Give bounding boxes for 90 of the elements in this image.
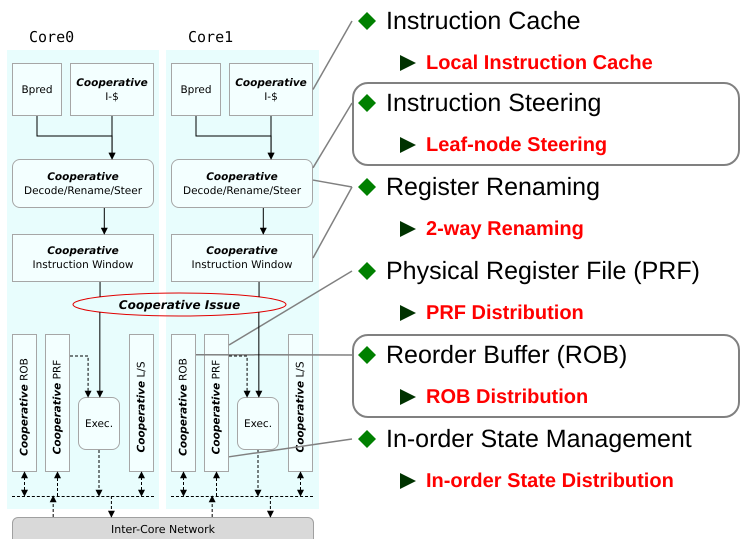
topic-text: Instruction Steering	[386, 88, 602, 118]
box-label: Bpred	[180, 82, 212, 96]
arrow	[50, 495, 57, 518]
core-label: Core0	[29, 28, 74, 46]
arrow	[36, 116, 116, 160]
approach-text: 2-way Renaming	[426, 217, 584, 242]
box-heading: Cooperative	[47, 244, 119, 258]
box-heading: Cooperative	[206, 244, 278, 258]
arrow	[180, 471, 187, 497]
leader-line	[312, 102, 353, 168]
approach-text: Local Instruction Cache	[426, 51, 653, 76]
arrow	[213, 471, 220, 496]
topic-text: In-order State Management	[386, 424, 692, 454]
arrow	[254, 450, 262, 497]
topic-text: Reorder Buffer (ROB)	[386, 340, 628, 370]
arrow	[266, 496, 274, 518]
column-label: Cooperative ROB	[18, 358, 31, 456]
stage-box	[171, 234, 313, 282]
arrow	[255, 312, 262, 398]
stage-box	[171, 63, 221, 116]
rounded-stage-box	[78, 397, 120, 450]
rounded-highlight-box	[352, 334, 740, 418]
rounded-stage-box	[12, 159, 154, 208]
column-box	[204, 334, 229, 472]
topic-text: Register Renaming	[386, 172, 600, 202]
column-box	[171, 334, 196, 472]
arrow	[54, 471, 61, 496]
stage-box	[70, 63, 154, 116]
arrow	[260, 208, 267, 235]
arrow	[228, 356, 251, 398]
approach-text: In-order State Distribution	[426, 469, 674, 494]
box-label: I-$	[264, 90, 278, 104]
stage-box	[229, 63, 313, 116]
rounded-highlight-box	[352, 82, 740, 166]
column-label: Cooperative PRF	[51, 360, 64, 454]
leader-line	[258, 282, 260, 298]
box-heading: Cooperative	[76, 76, 148, 90]
arrow	[21, 471, 28, 497]
arrow	[108, 116, 116, 160]
column-box	[129, 334, 154, 472]
arrow	[268, 116, 274, 160]
column-label: Cooperative ROB	[177, 358, 190, 456]
box-label: I-$	[105, 90, 119, 104]
network-label: Inter-Core Network	[111, 522, 215, 538]
approach-text: PRF Distribution	[426, 301, 584, 326]
column-box	[12, 334, 37, 472]
leader-line	[100, 282, 101, 298]
issue-label: Cooperative Issue	[118, 296, 240, 314]
box-heading: Cooperative	[235, 76, 307, 90]
column-label: Cooperative PRF	[210, 360, 223, 454]
box-label: Decode/Rename/Steer	[24, 184, 142, 198]
network-bar	[12, 517, 314, 539]
arrow	[96, 312, 104, 398]
leader-line	[196, 354, 352, 356]
box-label: Decode/Rename/Steer	[182, 184, 302, 198]
box-label: Instruction Window	[32, 258, 134, 272]
leader-line	[312, 179, 352, 188]
box-label: Exec.	[84, 416, 114, 430]
box-heading: Cooperative	[206, 170, 278, 184]
arrow	[297, 471, 304, 497]
bus-line	[12, 496, 154, 497]
arrow	[208, 495, 216, 518]
column-box	[288, 334, 313, 472]
leader-line	[312, 186, 353, 258]
leader-line	[312, 20, 353, 90]
column-box	[45, 334, 70, 472]
arrow	[70, 356, 92, 398]
approach-text: ROB Distribution	[426, 385, 588, 410]
box-label: Instruction Window	[192, 258, 292, 272]
leader-line	[228, 438, 352, 458]
column-label: Cooperative L/S	[135, 362, 148, 453]
stage-box	[12, 234, 154, 282]
leader-line	[228, 270, 352, 346]
arrow	[196, 116, 275, 160]
box-label: Exec.	[244, 416, 272, 430]
arrow	[108, 496, 115, 518]
column-label: Cooperative L/S	[294, 362, 307, 453]
rounded-stage-box	[237, 397, 279, 450]
box-label: Bpred	[21, 82, 53, 96]
arrow	[96, 450, 102, 497]
bus-line	[171, 496, 313, 497]
stage-box	[12, 63, 62, 116]
box-heading: Cooperative	[47, 170, 119, 184]
arrow	[138, 471, 145, 497]
core-label: Core1	[188, 28, 234, 46]
rounded-stage-box	[171, 159, 313, 208]
arrow	[100, 208, 108, 235]
topic-text: Instruction Cache	[386, 6, 581, 36]
topic-text: Physical Register File (PRF)	[386, 256, 700, 286]
approach-text: Leaf-node Steering	[426, 133, 608, 158]
